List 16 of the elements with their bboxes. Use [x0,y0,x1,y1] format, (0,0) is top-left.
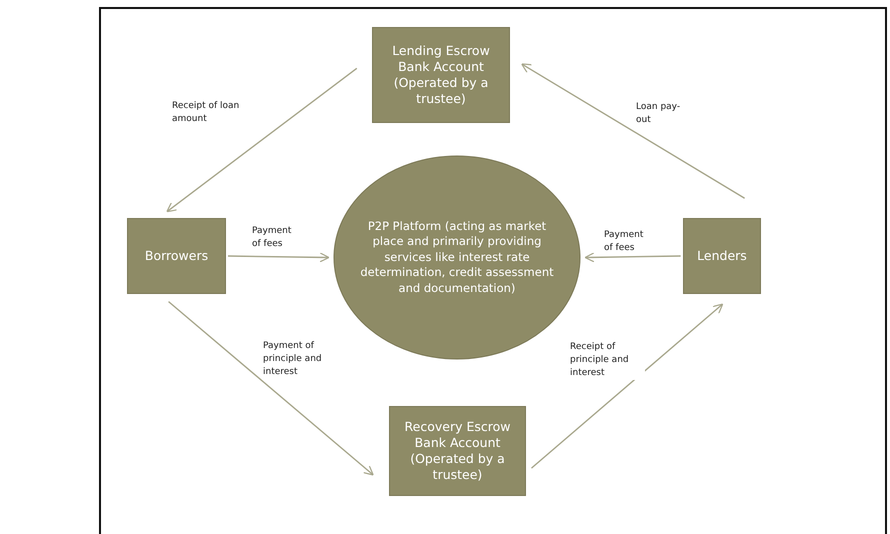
arrow [521,63,745,199]
account-box [389,406,526,496]
node-label: Lending Escrow Bank Account (Operated by a trustee) [391,42,491,108]
node-label: Lenders [696,246,748,265]
arrow [228,252,330,262]
arrow [584,252,681,262]
node-label: Borrowers [144,246,210,265]
node-label: Recovery Escrow Bank Account (Operated by a trustee) [404,418,512,484]
node-label: P2P Platform (acting as market place and primarily providing services like interest rate determination, credit assessment and documentation) [359,218,555,297]
account-box [372,27,510,123]
account-box [127,218,226,294]
edge-label: Receipt of principle and interest [570,341,645,380]
arrow [531,303,724,469]
arrow [166,68,358,212]
account-box [683,218,761,294]
arrow [168,301,374,476]
